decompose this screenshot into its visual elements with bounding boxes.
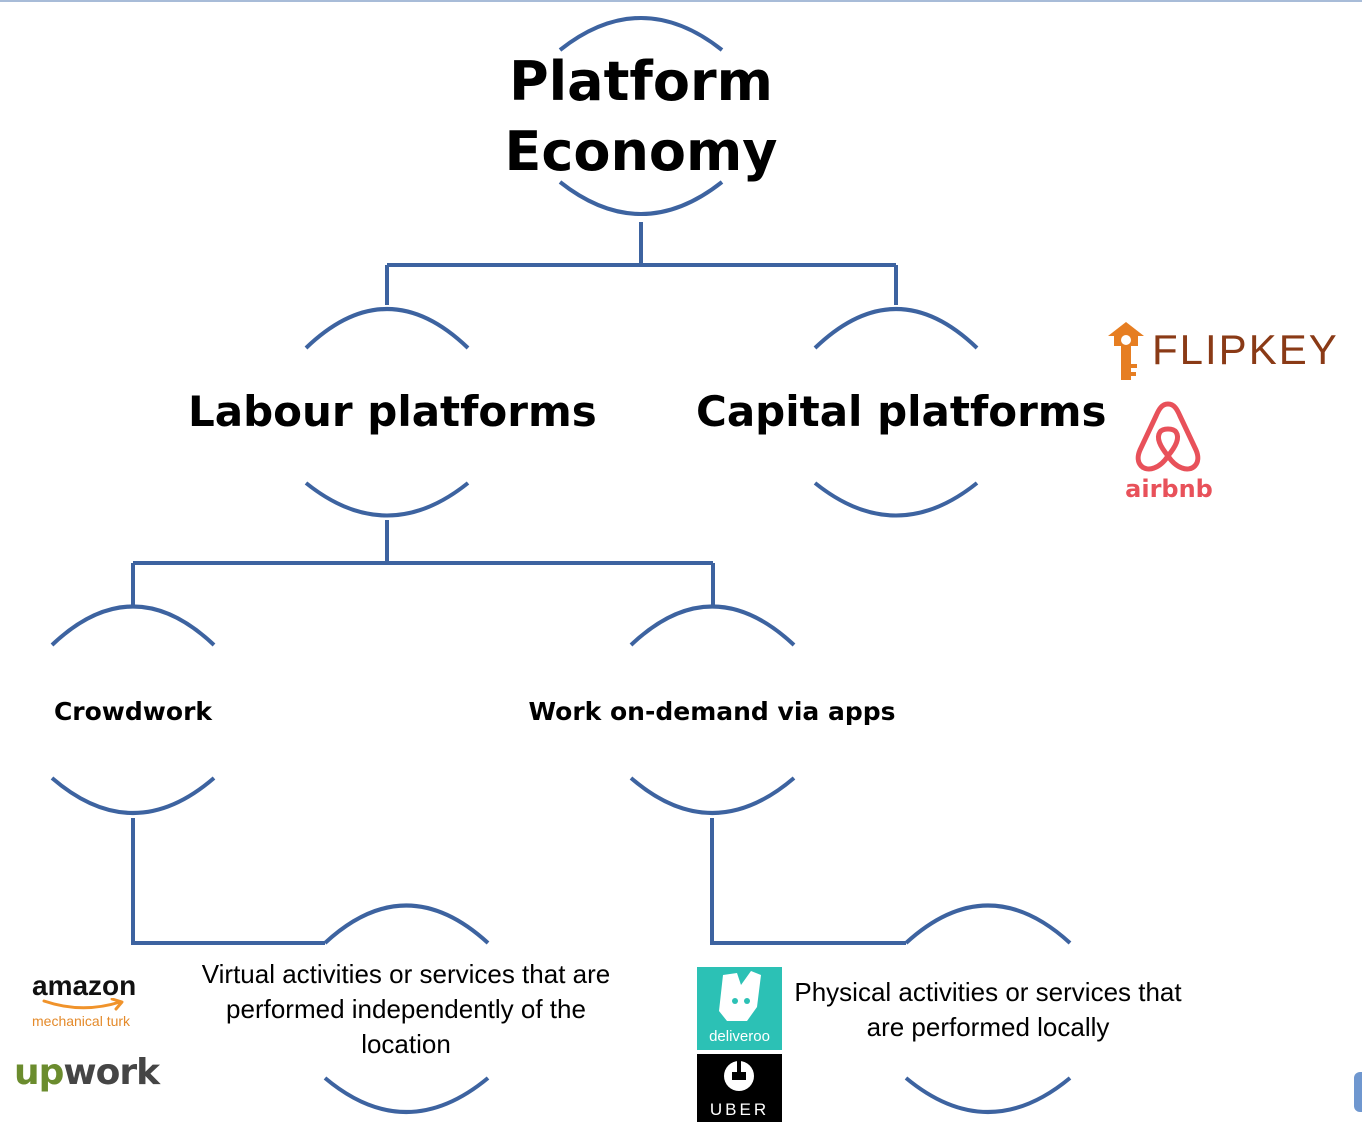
capital-arc-top [813, 307, 979, 350]
upwork-logo: upwork [14, 1050, 174, 1100]
capital-arc-bottom [813, 481, 979, 518]
airbnb-belo-icon [1135, 401, 1201, 472]
uber-logo: UBER [697, 1054, 782, 1122]
labour-arc-bottom [304, 481, 470, 518]
virtual-arc-bottom [323, 1076, 490, 1114]
ondemand-arc-bottom [629, 776, 796, 815]
virtual-arc-top [323, 903, 490, 945]
upwork-work: work [63, 1052, 160, 1093]
physical-activities-label: Physical activities or services that are… [794, 977, 1182, 1042]
top-border [0, 0, 1362, 2]
upwork-up: up [14, 1052, 64, 1093]
crowdwork-arc-bottom [50, 776, 216, 815]
uber-mark-icon [724, 1058, 754, 1091]
amazon-smile-icon [42, 998, 124, 1011]
on-demand-label: Work on-demand via apps [528, 697, 896, 726]
house-key-icon [1108, 322, 1144, 380]
physical-arc-top [904, 903, 1072, 945]
root-arc-bottom [558, 180, 724, 216]
flipkey-logo: FLIPKEY [1104, 320, 1362, 384]
corner-decoration [1354, 1072, 1362, 1112]
connector-ondemand [710, 818, 906, 945]
connector-root [385, 222, 898, 305]
airbnb-wordmark: airbnb [1125, 475, 1213, 503]
crowdwork-label: Crowdwork [53, 697, 213, 726]
uber-wordmark: UBER [709, 1100, 770, 1119]
labour-platforms-label: Labour platforms [188, 387, 597, 436]
labour-arc-top [304, 307, 470, 350]
capital-platforms-label: Capital platforms [696, 387, 1107, 436]
connector-labour [131, 520, 715, 605]
connector-crowdwork [131, 818, 325, 945]
upwork-wordmark: upwork [14, 1050, 160, 1096]
crowdwork-arc-top [50, 604, 216, 647]
root-label-text: Platform Economy [504, 50, 778, 183]
airbnb-logo: airbnb [1118, 400, 1218, 510]
virtual-activities-label: Virtual activities or services that are … [201, 959, 611, 1059]
deliveroo-wordmark: deliveroo [709, 1028, 770, 1045]
kangaroo-icon [719, 971, 761, 1021]
physical-arc-bottom [904, 1076, 1072, 1114]
root-arc-top [558, 16, 724, 52]
root-node-label: Platform Economy [441, 47, 841, 187]
amazon-wordmark: amazon [32, 970, 137, 1001]
deliveroo-logo: deliveroo [697, 967, 782, 1050]
mechanical-turk-wordmark: mechanical turk [32, 1013, 131, 1029]
ondemand-arc-top [629, 604, 796, 647]
flipkey-wordmark: FLIPKEY [1152, 326, 1339, 373]
amazon-mechanical-turk-logo: amazon mechanical turk [28, 968, 158, 1032]
